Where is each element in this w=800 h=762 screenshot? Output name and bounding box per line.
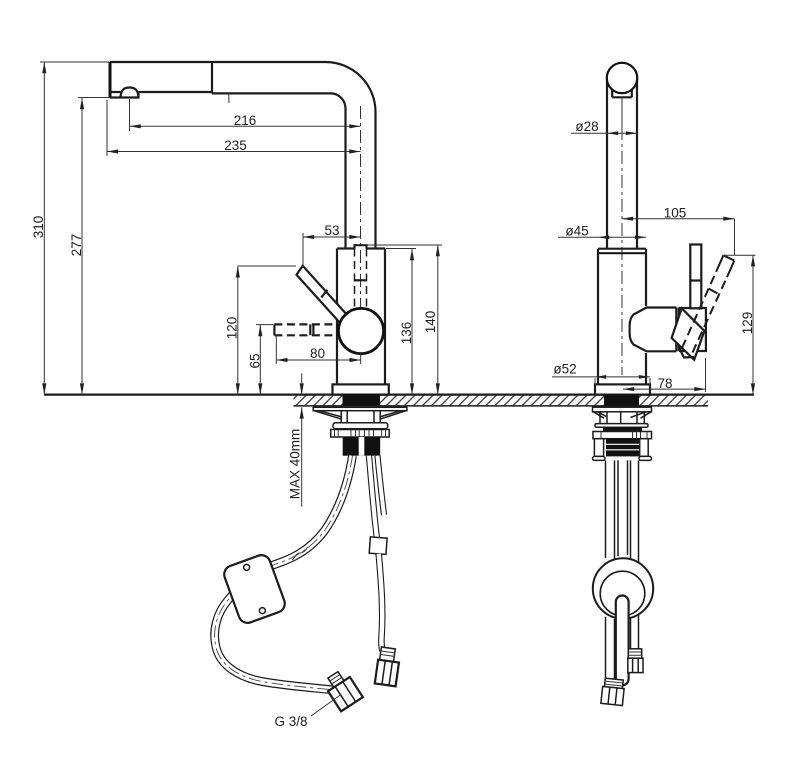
svg-text:ø45: ø45	[565, 223, 588, 238]
svg-text:136: 136	[399, 322, 414, 345]
svg-text:216: 216	[234, 113, 257, 128]
svg-text:MAX 40mm: MAX 40mm	[288, 429, 303, 500]
svg-text:140: 140	[423, 311, 438, 334]
svg-text:78: 78	[657, 376, 672, 391]
svg-text:80: 80	[310, 346, 325, 361]
svg-text:310: 310	[31, 216, 46, 239]
svg-text:65: 65	[248, 353, 263, 368]
svg-text:ø52: ø52	[553, 362, 576, 377]
svg-text:ø28: ø28	[575, 119, 598, 134]
svg-text:120: 120	[225, 317, 240, 340]
svg-text:235: 235	[224, 138, 247, 153]
svg-text:G 3/8: G 3/8	[274, 714, 307, 729]
svg-text:105: 105	[664, 206, 687, 221]
svg-text:277: 277	[69, 234, 84, 257]
svg-text:129: 129	[740, 312, 755, 335]
svg-text:53: 53	[324, 223, 339, 238]
